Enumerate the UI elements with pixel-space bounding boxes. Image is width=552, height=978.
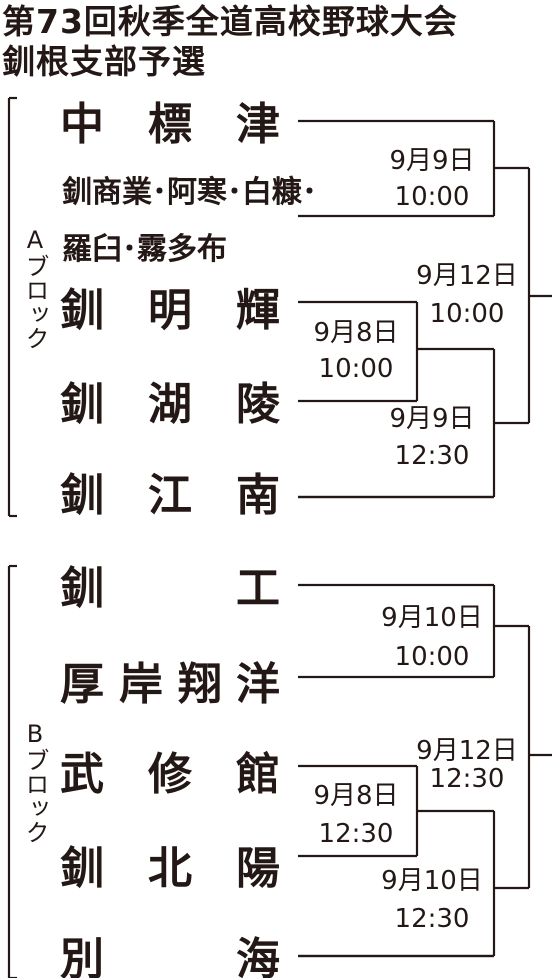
team-name-char: 洋: [236, 659, 280, 710]
team-name-char: 釧: [60, 843, 104, 894]
match-date: 9月10日: [381, 866, 483, 896]
match-date: 9月8日: [313, 318, 398, 348]
team-name-char: 厚: [60, 659, 104, 710]
team-name-char: 別: [60, 934, 104, 978]
page-title: 第73回秋季全道高校野球大会 釧根支部予選: [2, 2, 458, 82]
match-time: 12:30: [395, 441, 470, 471]
team-name-line: 羅臼･霧多布: [62, 232, 227, 267]
team-name-char: 海: [236, 934, 280, 978]
team-name-char: 陵: [236, 379, 280, 430]
team-name-char: 陽: [236, 843, 280, 894]
match-time: 12:30: [319, 819, 394, 849]
match-date: 9月9日: [389, 146, 474, 176]
block-label: Aブロック: [21, 226, 49, 350]
team-name-char: 津: [236, 99, 280, 150]
match-date: 9月9日: [389, 404, 474, 434]
team-name-char: 中: [60, 99, 104, 150]
team-name-char: 輝: [236, 285, 280, 336]
team-name-char: 釧: [60, 285, 104, 336]
team-name-char: 館: [236, 749, 280, 800]
title-line-2: 釧根支部予選: [2, 42, 206, 81]
team-name-char: 釧: [60, 379, 104, 430]
match-date: 9月10日: [381, 603, 483, 633]
match-date: 9月8日: [313, 781, 398, 811]
team-name-char: 南: [236, 470, 280, 521]
team-name-char: 翔: [178, 659, 222, 710]
team-name-char: 岸: [119, 659, 163, 710]
team-name-char: 修: [148, 749, 193, 800]
team-name-char: 釧: [60, 563, 104, 614]
team-name-char: 明: [148, 285, 192, 336]
match-date: 9月12日: [416, 736, 518, 766]
team-name-char: 武: [60, 749, 104, 800]
title-line-1: 第73回秋季全道高校野球大会: [2, 2, 458, 41]
team-name-char: 北: [148, 843, 192, 894]
team-name-char: 標: [148, 99, 192, 150]
match-date: 9月12日: [416, 261, 518, 291]
team-name-char: 江: [148, 470, 192, 521]
team-name-char: 釧: [60, 470, 104, 521]
match-time: 12:30: [430, 764, 505, 794]
match-time: 10:00: [395, 642, 470, 672]
block-label: Bブロック: [21, 720, 49, 844]
team-name-char: 湖: [148, 379, 192, 430]
match-time: 10:00: [319, 354, 394, 384]
team-name-char: 工: [236, 563, 280, 614]
team-name-line: 釧商業･阿寒･白糠･: [62, 175, 317, 210]
match-time: 10:00: [395, 182, 470, 212]
match-time: 10:00: [430, 299, 505, 329]
match-time: 12:30: [395, 904, 470, 934]
